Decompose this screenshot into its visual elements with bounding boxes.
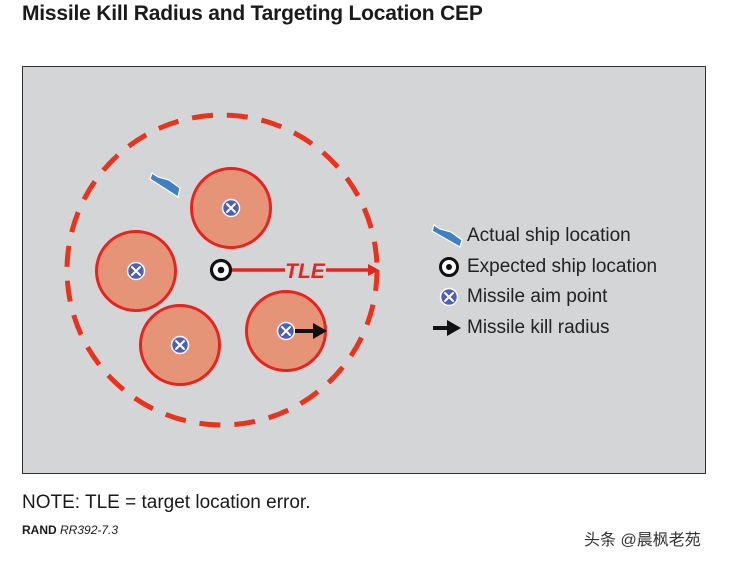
legend-item: Actual ship location xyxy=(429,221,657,252)
legend-label: Expected ship location xyxy=(467,255,658,277)
arrow-icon xyxy=(429,316,467,340)
legend: Actual ship location Expected ship locat… xyxy=(429,221,657,343)
figure-title: Missile Kill Radius and Targeting Locati… xyxy=(22,2,483,25)
ship-icon xyxy=(429,224,467,249)
legend-label: Missile kill radius xyxy=(467,316,610,338)
legend-item: Missile aim point xyxy=(429,282,657,313)
target-icon xyxy=(209,258,233,282)
footnote: NOTE: TLE = target location error. xyxy=(22,492,311,513)
source-credit: RAND RR392-7.3 xyxy=(22,523,118,537)
tle-arrow xyxy=(231,264,379,276)
legend-item: Expected ship location xyxy=(429,252,657,283)
aim-point-icon xyxy=(276,321,296,341)
target-icon xyxy=(429,255,467,279)
aim-point-icon xyxy=(429,285,467,309)
diagram-panel: TLE Actual ship location Expected ship xyxy=(22,66,706,474)
source-code: RR392-7.3 xyxy=(60,523,119,537)
ship-icon xyxy=(149,172,181,198)
legend-item: Missile kill radius xyxy=(429,313,657,344)
aim-point-icon xyxy=(126,261,146,281)
legend-label: Missile aim point xyxy=(467,286,608,308)
diagram-canvas: TLE xyxy=(64,112,380,428)
aim-point-icon xyxy=(170,335,190,355)
kill-radius-arrow xyxy=(295,323,327,339)
watermark: 头条 @晨枫老苑 xyxy=(584,532,701,549)
tle-label: TLE xyxy=(285,260,326,283)
source-org: RAND xyxy=(22,523,57,537)
legend-label: Actual ship location xyxy=(467,225,631,247)
aim-point-icon xyxy=(221,198,241,218)
